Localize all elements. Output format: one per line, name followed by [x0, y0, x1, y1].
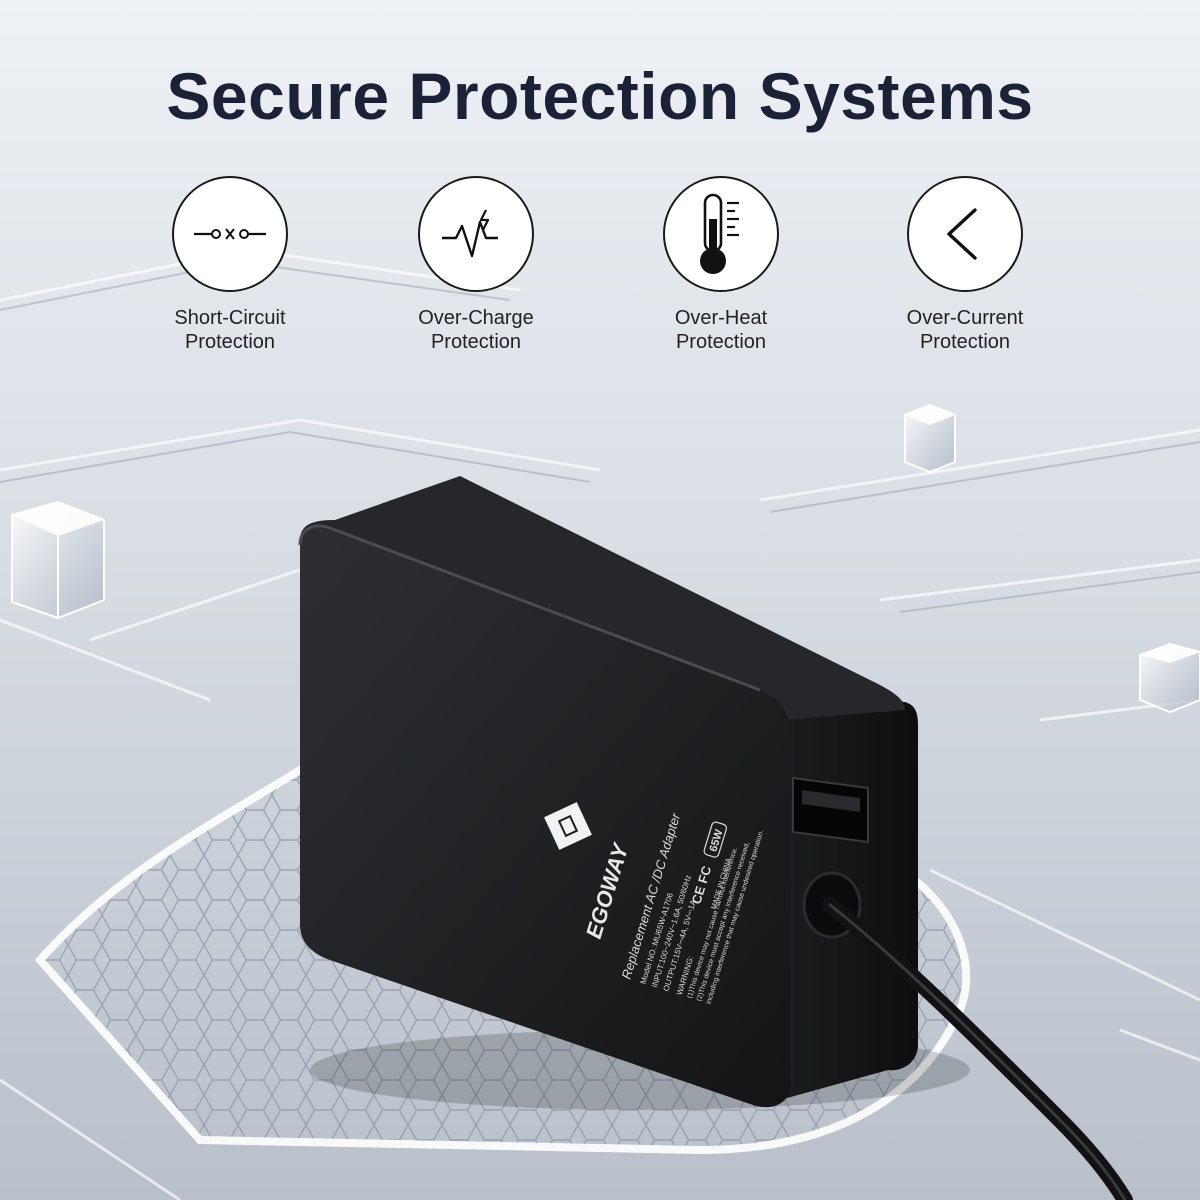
feature-over-heat: Over-Heat Protection — [601, 176, 841, 354]
feature-over-charge: Over-Charge Protection — [356, 176, 596, 354]
over-charge-icon-circle — [418, 176, 534, 292]
over-current-icon-circle — [907, 176, 1023, 292]
over-current-icon — [947, 208, 977, 260]
page-title: Secure Protection Systems — [166, 59, 1034, 133]
thermometer-icon — [700, 193, 739, 274]
over-charge-icon — [442, 209, 498, 258]
feature-label: Short-Circuit Protection — [174, 307, 286, 353]
feature-label: Over-Heat Protection — [674, 307, 768, 353]
egoway-logo-icon — [544, 802, 592, 850]
thermometer-icon-circle — [663, 176, 779, 292]
short-circuit-icon-circle — [172, 176, 288, 292]
feature-label: Over-Current Protection — [906, 307, 1024, 353]
short-circuit-icon — [194, 228, 266, 240]
power-adapter: EGOWAY Replacement AC /DC Adapter Model … — [298, 476, 1133, 1200]
feature-label: Over-Charge Protection — [418, 307, 534, 353]
feature-short-circuit: Short-Circuit Protection — [110, 176, 350, 354]
feature-over-current: Over-Current Protection — [845, 176, 1085, 354]
